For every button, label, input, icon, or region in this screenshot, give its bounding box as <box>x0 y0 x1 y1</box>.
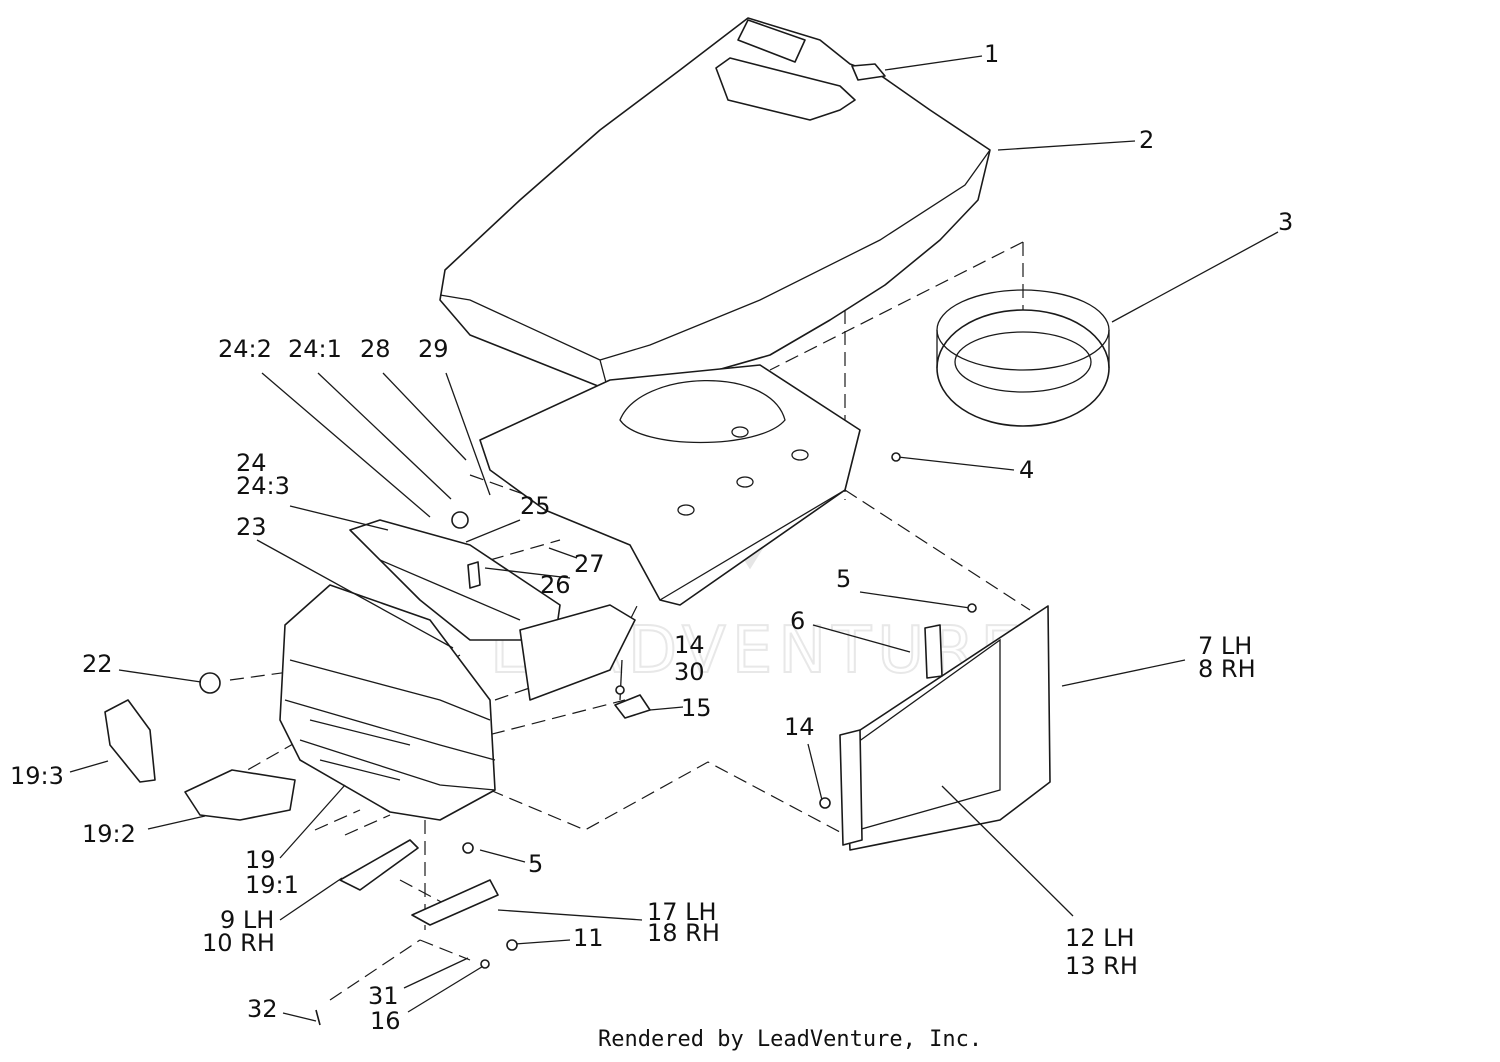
callout-24-3: 24:3 <box>236 472 290 500</box>
callout-18: 18 RH <box>647 919 720 947</box>
fastener-parts <box>315 452 977 1026</box>
callout-19: 19 <box>245 846 276 874</box>
callout-31: 31 <box>368 982 399 1010</box>
callout-24-1: 24:1 <box>288 335 342 363</box>
callout-2: 2 <box>1139 126 1154 154</box>
dash-panel-part <box>479 364 861 606</box>
callout-3: 3 <box>1278 208 1293 236</box>
callout-14-right: 14 <box>784 713 815 741</box>
callout-30: 30 <box>674 658 705 686</box>
callout-19-3: 19:3 <box>10 762 64 790</box>
callout-7: 7 LH <box>1198 632 1252 660</box>
callout-8: 8 RH <box>1198 655 1256 683</box>
callout-27: 27 <box>574 550 605 578</box>
footer-credit: Rendered by LeadVenture, Inc. <box>598 1027 982 1052</box>
callout-4: 4 <box>1019 456 1034 484</box>
callout-9: 9 LH <box>220 906 274 934</box>
callout-11: 11 <box>573 924 604 952</box>
callout-17: 17 LH <box>647 898 717 926</box>
callout-19-1: 19:1 <box>245 871 299 899</box>
callout-25: 25 <box>520 492 551 520</box>
grille-part <box>279 519 636 821</box>
callout-12: 12 LH <box>1065 924 1135 952</box>
ring-part <box>936 289 1110 427</box>
callout-22: 22 <box>82 650 113 678</box>
callout-5-lower: 5 <box>528 850 543 878</box>
bracket-parts <box>339 839 499 926</box>
lamp-parts <box>104 672 296 821</box>
callout-23: 23 <box>236 513 267 541</box>
callout-32: 32 <box>247 995 278 1023</box>
callout-6: 6 <box>790 607 805 635</box>
callout-14-left: 14 <box>674 631 705 659</box>
callout-15: 15 <box>681 694 712 722</box>
callout-5-upper: 5 <box>836 565 851 593</box>
callout-19-2: 19:2 <box>82 820 136 848</box>
callout-24: 24 <box>236 449 267 477</box>
callout-1: 1 <box>984 40 999 68</box>
callout-24-2: 24:2 <box>218 335 272 363</box>
callout-26: 26 <box>540 571 571 599</box>
callout-13: 13 RH <box>1065 952 1138 980</box>
callout-28: 28 <box>360 335 391 363</box>
side-panel-part <box>839 605 1051 851</box>
callout-labels: 1 2 3 4 5 6 7 LH 8 RH 14 30 15 14 12 LH … <box>10 40 1293 1035</box>
callout-29: 29 <box>418 335 449 363</box>
leader-lines <box>69 55 1279 1022</box>
callout-16: 16 <box>370 1007 401 1035</box>
hood-part <box>439 17 991 391</box>
callout-10: 10 RH <box>202 929 275 957</box>
